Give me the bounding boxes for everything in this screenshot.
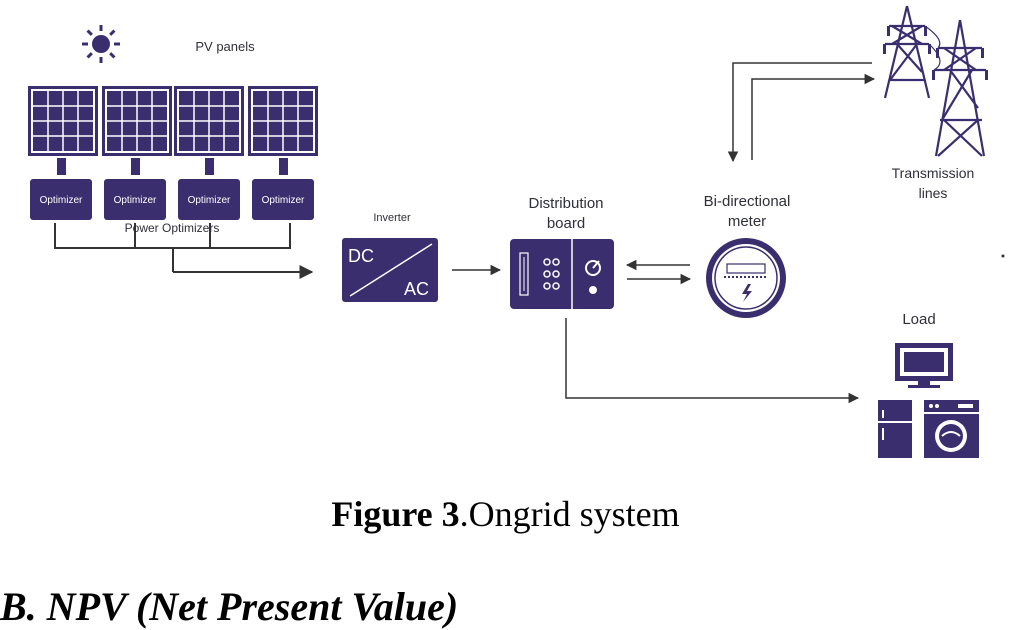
optimizer-box: Optimizer [252, 179, 314, 220]
optimizer-label: Optimizer [114, 195, 157, 206]
optimizer-box: Optimizer [30, 179, 92, 220]
distribution-board-label-line2: board [547, 215, 585, 232]
meter-icon [706, 238, 786, 318]
transmission-tower-icon [883, 5, 986, 157]
pv-panel-group [28, 86, 318, 175]
solar-panel-icon [28, 86, 98, 156]
power-optimizers-label: Power Optimizers [125, 221, 220, 235]
distribution-board-label-line1: Distribution [528, 195, 603, 212]
meter-to-grid-arrow [751, 73, 876, 160]
distribution-board-icon [510, 239, 614, 309]
solar-panel-icon [248, 86, 318, 156]
optimizer-group: Optimizer Optimizer Optimizer Optimizer [30, 179, 314, 220]
optimizer-box: Optimizer [178, 179, 240, 220]
washing-machine-icon [924, 400, 979, 458]
grid-to-meter-arrow [727, 62, 872, 163]
optimizer-box: Optimizer [104, 179, 166, 220]
figure-number: Figure 3 [331, 494, 460, 534]
optimizer-bus [54, 223, 314, 279]
inverter-dc-label: DC [348, 246, 374, 266]
panel-connector [131, 158, 140, 175]
board-to-load-arrow [565, 318, 860, 404]
figure-caption: Figure 3.Ongrid system [0, 493, 1011, 535]
fridge-icon [878, 400, 912, 458]
solar-panel-icon [174, 86, 244, 156]
inverter-icon: DC AC [342, 238, 438, 302]
transmission-label-line1: Transmission [892, 165, 975, 181]
panel-connector [57, 158, 66, 175]
optimizer-label: Optimizer [188, 195, 231, 206]
load-label: Load [902, 311, 935, 328]
optimizer-label: Optimizer [262, 195, 305, 206]
transmission-label-line2: lines [919, 185, 948, 201]
inverter-label: Inverter [373, 212, 411, 224]
tv-icon [895, 343, 953, 388]
inverter-ac-label: AC [404, 279, 429, 299]
panel-connector [205, 158, 214, 175]
panel-connector [279, 158, 288, 175]
solar-panel-icon [102, 86, 172, 156]
insulator-marks [883, 26, 988, 80]
figure-caption-text: .Ongrid system [459, 494, 680, 534]
stray-dot [1001, 254, 1005, 258]
meter-label-line1: Bi-directional [704, 193, 791, 210]
section-heading: B. NPV (Net Present Value) [0, 584, 459, 629]
pv-panels-label: PV panels [195, 39, 255, 54]
meter-label-line2: meter [728, 213, 766, 230]
sun-icon [82, 25, 120, 63]
optimizer-label: Optimizer [40, 195, 83, 206]
